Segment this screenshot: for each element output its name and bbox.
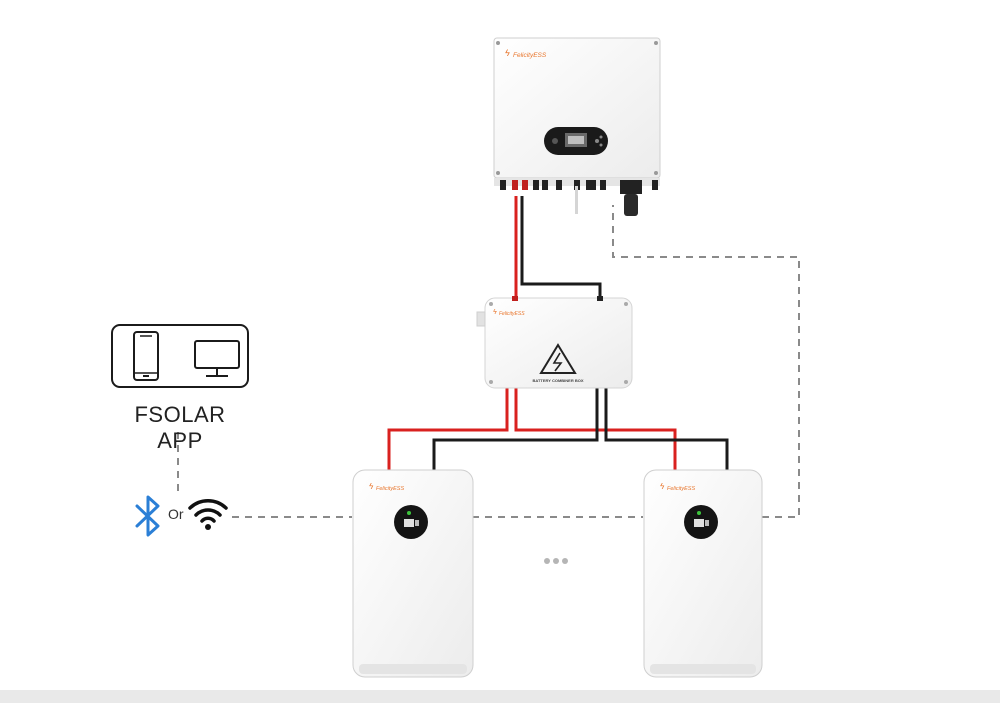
svg-text:FelicityESS: FelicityESS (376, 486, 404, 492)
combiner-box-label: BATTERY COMBINER BOX (532, 378, 583, 383)
battery-module-left: ϟ FelicityESS (352, 469, 474, 678)
inverter-terminals (494, 178, 660, 216)
battery-module-right: ϟ FelicityESS (643, 469, 763, 678)
brand-logo: ϟ FelicityESS (505, 48, 547, 59)
bluetooth-icon (135, 495, 160, 537)
brand-logo: ϟ FelicityESS (660, 482, 695, 492)
app-device-box (111, 324, 249, 388)
svg-text:FelicityESS: FelicityESS (667, 486, 695, 492)
svg-text:FelicityESS: FelicityESS (513, 52, 547, 59)
svg-text:ϟ: ϟ (505, 48, 510, 58)
inverter: ϟ FelicityESS (493, 37, 661, 216)
connector-or-label: Or (168, 506, 184, 522)
svg-text:ϟ: ϟ (493, 309, 497, 316)
brand-logo: ϟ FelicityESS (493, 309, 525, 317)
bottom-edge (0, 690, 1000, 703)
brand-logo: ϟ FelicityESS (369, 482, 404, 492)
svg-text:ϟ: ϟ (660, 482, 665, 491)
ellipsis-icon (544, 558, 568, 564)
phone-icon (133, 331, 159, 381)
monitor-icon (194, 340, 240, 377)
power-cables (387, 196, 729, 470)
app-label: FSOLAR APP (134, 402, 226, 453)
svg-text:ϟ: ϟ (369, 482, 374, 491)
wifi-icon (188, 499, 228, 523)
svg-text:FelicityESS: FelicityESS (499, 311, 525, 317)
communication-lines (177, 205, 800, 518)
battery-combiner-box: ϟ FelicityESS BATTERY COMBINER BOX (476, 296, 633, 389)
high-voltage-warning-icon (539, 343, 577, 374)
